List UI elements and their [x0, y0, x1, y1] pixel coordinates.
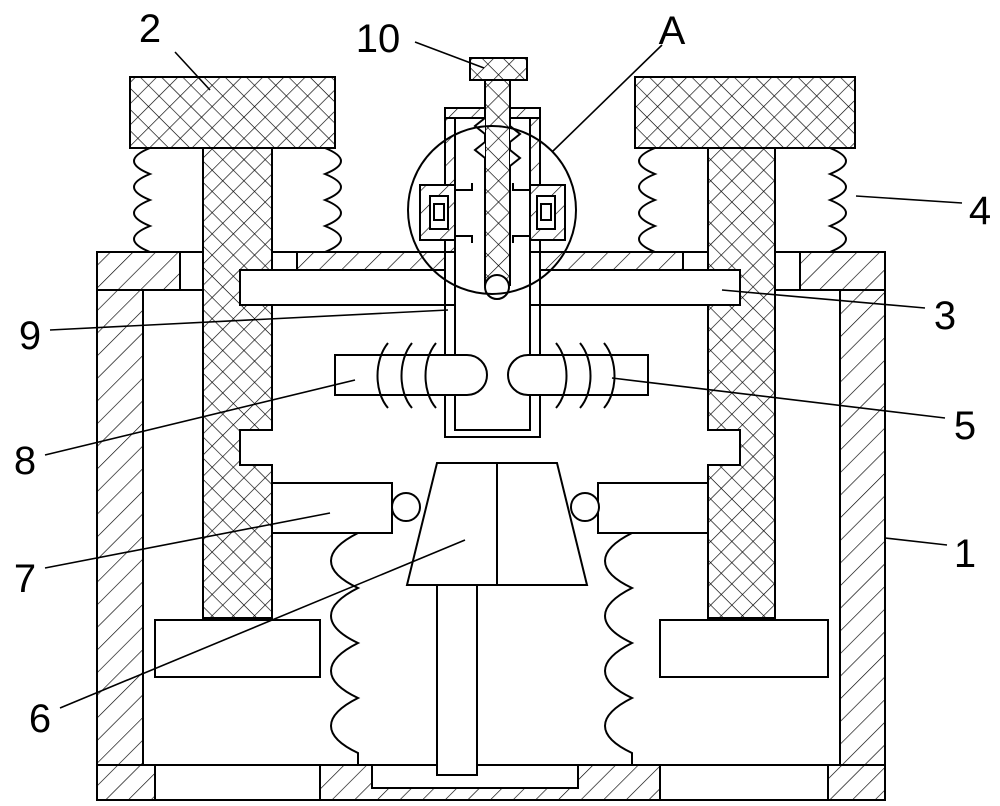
housing-top-right-beam — [539, 251, 684, 271]
left-slot — [239, 269, 446, 306]
leader-line-9 — [49, 309, 449, 331]
columns — [202, 147, 776, 619]
callout-9: 9 — [19, 314, 41, 358]
leader-line-6 — [59, 539, 466, 709]
right-ball — [570, 492, 600, 522]
right-spring-coil — [603, 342, 616, 409]
callout-4: 4 — [969, 189, 991, 233]
housing-right-wall — [839, 289, 886, 766]
left-pin — [334, 354, 488, 396]
housing — [96, 251, 886, 801]
screw-shaft — [484, 79, 511, 286]
leader-line-1 — [884, 537, 948, 546]
callout-5: 5 — [954, 404, 976, 448]
leader-line-8 — [44, 379, 356, 456]
left-push-bar — [271, 482, 393, 534]
left-bracket-bearing — [429, 195, 449, 230]
left-outer-bellows — [133, 147, 204, 253]
leader-line-3 — [721, 289, 926, 309]
leader-line-A — [551, 44, 663, 153]
leader-line-5 — [611, 377, 946, 419]
callout-7: 7 — [14, 557, 36, 601]
left-lower-bellows — [330, 532, 361, 765]
right-bottom-plate — [659, 619, 829, 678]
right-bracket-bearing — [536, 195, 556, 230]
callout-8: 8 — [14, 439, 36, 483]
right-slot — [539, 269, 741, 306]
detail-brackets — [419, 183, 566, 243]
right-spring-coil — [579, 342, 592, 409]
detail-circle — [407, 125, 577, 295]
left-bracket-clip — [455, 183, 473, 243]
left-cap — [129, 76, 336, 149]
left-spring-coil — [400, 342, 413, 409]
right-lower-bellows — [604, 532, 635, 765]
leader-line-7 — [44, 512, 331, 569]
screw-tip — [484, 274, 510, 300]
housing-bottom-right-corner — [827, 764, 886, 801]
leader-line-10 — [414, 41, 485, 69]
leader-line-2 — [174, 51, 211, 91]
left-ball — [391, 492, 421, 522]
housing-right-gap — [774, 251, 801, 291]
housing-bottom-left-corner — [96, 764, 156, 801]
leader-lines — [44, 41, 963, 709]
housing-top-right-corner — [799, 251, 886, 291]
left-column — [202, 147, 273, 619]
lower-bellows — [330, 532, 635, 765]
left-bottom-plate — [154, 619, 321, 678]
right-spring-coil — [555, 342, 568, 409]
housing-right-foot — [659, 764, 829, 801]
left-spring-coil — [376, 342, 389, 409]
housing-left-wall — [96, 289, 144, 766]
bottom-plates — [154, 619, 829, 678]
slots — [239, 269, 741, 306]
leader-line-4 — [855, 195, 963, 204]
callout-labels: 2 10 A 4 3 9 5 8 1 7 6 — [14, 7, 991, 741]
wedge-stem — [436, 584, 478, 776]
callout-2: 2 — [139, 7, 161, 51]
upper-bellows — [133, 147, 847, 253]
right-pin — [507, 354, 649, 396]
left-spring-coil — [424, 342, 437, 409]
callout-1: 1 — [954, 532, 976, 576]
callout-6: 6 — [29, 697, 51, 741]
right-inner-bellows — [638, 147, 709, 253]
left-inner-bellows — [271, 147, 342, 253]
housing-left-inner-gap — [271, 251, 298, 271]
housing-top-left-corner — [96, 251, 181, 291]
screw — [469, 57, 528, 300]
wedge-assembly — [405, 462, 589, 776]
housing-left-foot — [154, 764, 321, 801]
push-bars — [271, 482, 709, 534]
callout-3: 3 — [934, 294, 956, 338]
right-push-bar — [597, 482, 709, 534]
housing-left-gap — [179, 251, 204, 291]
right-outer-bellows — [774, 147, 847, 253]
right-column — [707, 147, 776, 619]
caps — [129, 76, 856, 149]
callout-A: A — [659, 9, 686, 53]
right-bracket-core — [540, 203, 552, 221]
right-cap — [634, 76, 856, 149]
pins-and-springs — [334, 342, 649, 409]
housing-top-left-beam — [296, 251, 446, 271]
housing-right-inner-gap — [682, 251, 709, 271]
screw-thread — [473, 117, 522, 167]
screw-knob — [469, 57, 528, 81]
left-bracket-core — [433, 203, 445, 221]
callout-10: 10 — [356, 17, 401, 61]
right-bracket-clip — [512, 183, 530, 243]
